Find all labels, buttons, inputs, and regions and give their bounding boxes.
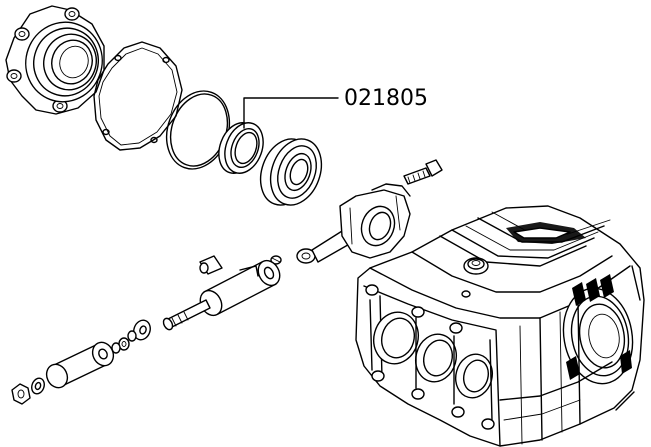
callout-leader (243, 97, 339, 129)
callout-part-number: 021805 (344, 86, 428, 111)
connecting-rod (296, 183, 411, 264)
bearing-flange-cover (5, 5, 105, 115)
oil-seal-021805 (218, 122, 264, 174)
plunger-crosshead (162, 259, 281, 331)
plunger-washer (111, 319, 151, 354)
crankcase-housing (355, 205, 645, 447)
flange-gasket (93, 41, 183, 151)
ball-bearing (259, 138, 323, 206)
washer-and-nut (11, 377, 45, 405)
ceramic-plunger (45, 341, 115, 389)
conrod-bolt (403, 159, 443, 185)
guide-pin (199, 255, 282, 275)
